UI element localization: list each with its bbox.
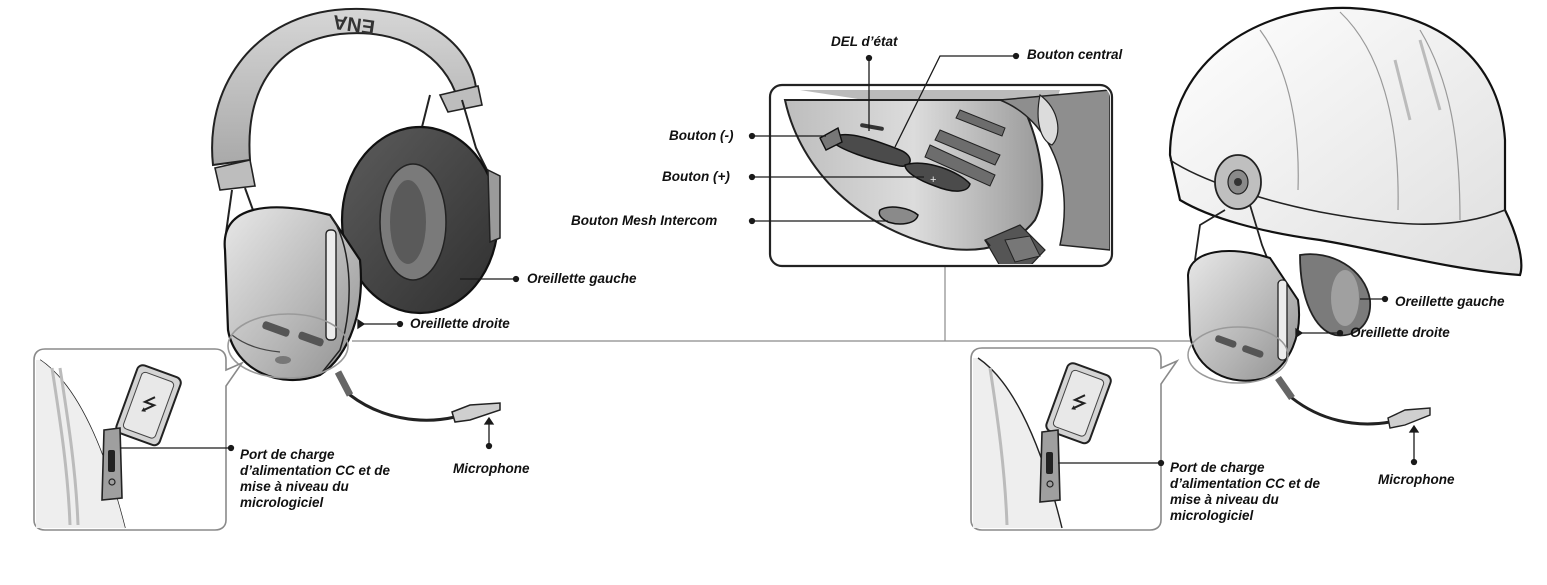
connector-lines [352,266,1190,342]
left-label-port-charge: Port de charge d’alimentation CC et de m… [240,447,440,511]
center-callout-lines [748,52,1020,225]
left-port-line-1: Port de charge [240,447,335,462]
label-bouton-moins: Bouton (-) [669,128,734,143]
right-usb-icon: ⭍ [1067,390,1090,416]
right-label-oreillette-gauche: Oreillette gauche [1395,294,1505,309]
right-callout-lines [1058,295,1420,467]
plus-mark-icon: + [930,174,936,186]
right-label-port-charge: Port de charge d’alimentation CC et de m… [1170,460,1370,524]
left-button-highlight-ring [227,313,349,379]
left-callout-lines [120,275,520,452]
right-port-line-3: mise à niveau du [1170,492,1279,507]
left-oreillette-gauche-shape [340,125,501,315]
left-usb-inset-panel: ⭍ [33,348,245,531]
label-bouton-central: Bouton central [1027,47,1123,62]
left-microphone-boom [334,370,501,423]
right-usb-inset-panel: ⭍ [970,347,1180,531]
right-oreillette-gauche-shape [1299,253,1371,337]
left-port-line-2: d’alimentation CC et de [240,463,391,478]
center-button-detail-panel: + [768,83,1114,268]
left-label-oreillette-droite: Oreillette droite [410,316,510,331]
right-port-line-1: Port de charge [1170,460,1265,475]
label-bouton-plus: Bouton (+) [662,169,730,184]
right-button-highlight-ring [1187,326,1289,384]
right-helmet-illustration [1168,6,1523,429]
left-headset-illustration: ENA [211,7,501,423]
left-port-line-4: micrologiciel [240,495,324,510]
right-label-oreillette-droite: Oreillette droite [1350,325,1450,340]
left-oreillette-droite-shape [223,206,362,382]
right-port-line-4: micrologiciel [1170,508,1254,523]
label-del-etat: DEL d’état [831,34,898,49]
left-label-oreillette-gauche: Oreillette gauche [527,271,637,286]
left-label-microphone: Microphone [453,461,530,476]
left-port-line-3: mise à niveau du [240,479,349,494]
right-oreillette-droite-shape [1186,250,1300,382]
right-port-line-2: d’alimentation CC et de [1170,476,1321,491]
left-usb-icon: ⭍ [137,392,160,418]
label-bouton-mesh-intercom: Bouton Mesh Intercom [571,213,718,228]
right-label-microphone: Microphone [1378,472,1455,487]
right-microphone-boom [1275,375,1431,429]
